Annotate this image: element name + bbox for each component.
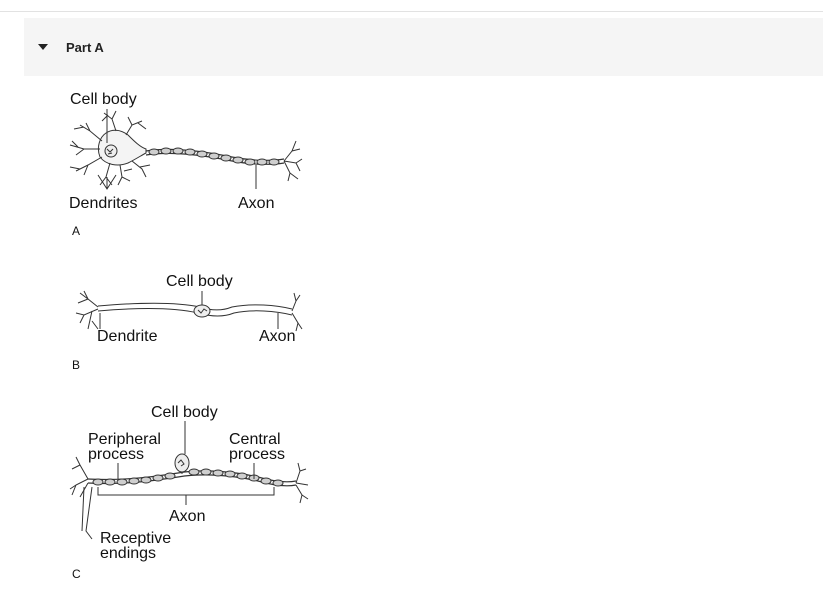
neuron-diagrams bbox=[69, 109, 309, 540]
label-dendrite: Dendrite bbox=[97, 328, 158, 345]
panel-c-soma bbox=[174, 453, 190, 473]
label-dendrites: Dendrites bbox=[69, 195, 138, 212]
panel-a-myelin bbox=[148, 147, 280, 166]
label-cell-body-b: Cell body bbox=[166, 273, 233, 290]
label-axon-a: Axon bbox=[238, 195, 275, 212]
part-title: Part A bbox=[66, 39, 104, 55]
panel-letter-c: C bbox=[72, 567, 81, 581]
caret-down-icon[interactable] bbox=[38, 44, 48, 50]
label-central-1: Central bbox=[229, 431, 281, 448]
label-axon-b: Axon bbox=[259, 328, 296, 345]
label-receptive-2: endings bbox=[100, 545, 157, 562]
part-a-header[interactable]: Part A bbox=[24, 18, 823, 76]
label-cell-body-a: Cell body bbox=[70, 91, 137, 108]
neuron-types-figure: Cell body Dendrites Axon A Cell body Den… bbox=[62, 85, 312, 585]
label-peripheral-1: Peripheral bbox=[88, 431, 161, 448]
top-divider bbox=[0, 11, 823, 12]
label-receptive-1: Receptive bbox=[100, 530, 172, 547]
panel-letter-b: B bbox=[72, 358, 81, 372]
panel-c-myelin bbox=[92, 468, 284, 487]
label-central-2: process bbox=[229, 446, 286, 463]
label-axon-c: Axon bbox=[169, 508, 206, 525]
panel-letter-a: A bbox=[72, 224, 81, 238]
label-cell-body-c: Cell body bbox=[151, 404, 218, 421]
label-peripheral-2: process bbox=[88, 446, 145, 463]
